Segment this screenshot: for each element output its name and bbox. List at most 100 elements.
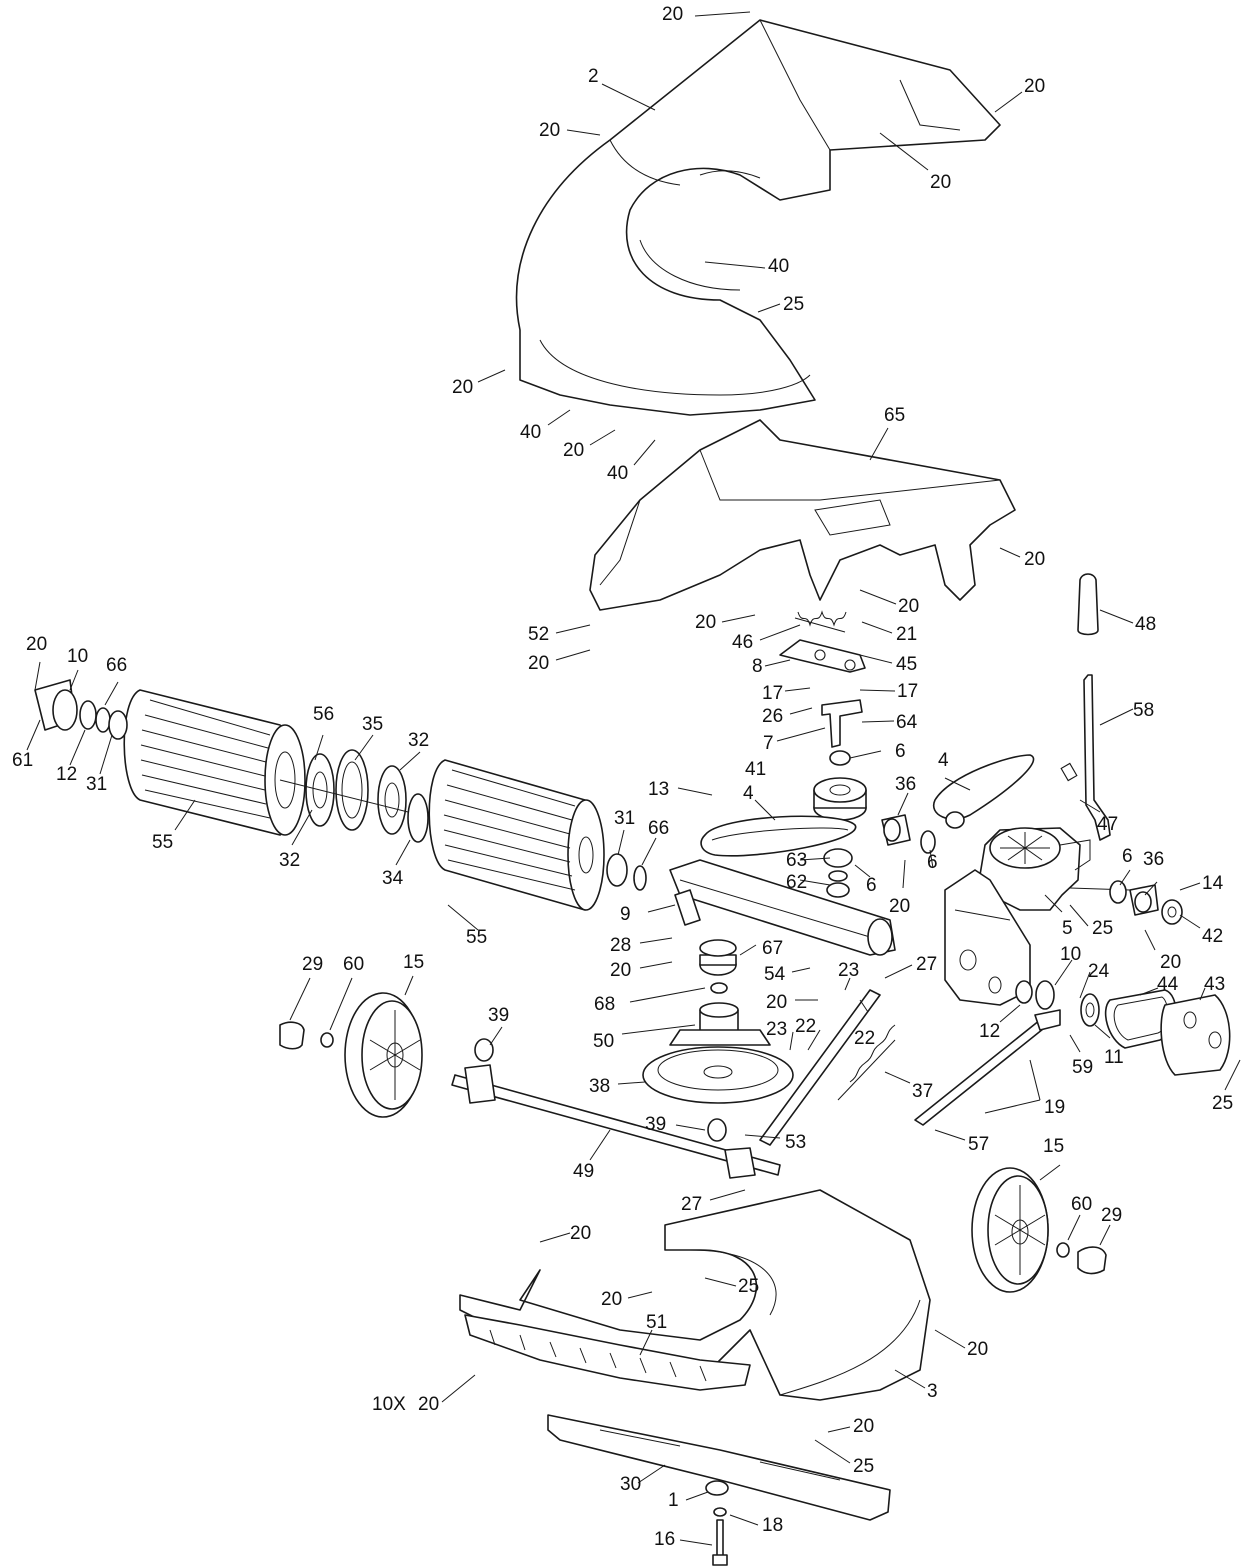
callout-label: 67 [762, 938, 783, 959]
roller-right [428, 759, 605, 911]
callout-label: 25 [783, 294, 804, 315]
callout-label: 7 [763, 733, 774, 754]
callouts: 20 2 20 20 20 40 25 20 40 20 40 65 20 20… [12, 4, 1233, 1550]
callout-label: 32 [279, 850, 300, 871]
callout-label: 40 [607, 463, 628, 484]
callout-label: 56 [313, 704, 334, 725]
callout-label: 37 [912, 1081, 933, 1102]
leader-lines [26, 11, 1241, 1546]
callout-label: 25 [1092, 918, 1113, 939]
callout-label: 20 [662, 4, 683, 25]
callout-label: 20 [695, 612, 716, 633]
callout-label: 1 [668, 1490, 679, 1511]
roller-sprocket-right [377, 765, 407, 835]
callout-label: 16 [654, 1529, 675, 1550]
lower-housing [589, 419, 1016, 611]
callout-label: 58 [1133, 700, 1154, 721]
idler-arm [779, 639, 866, 673]
callout-label: 39 [488, 1005, 509, 1026]
callout-label: 63 [786, 850, 807, 871]
callout-label: 48 [1135, 614, 1156, 635]
callout-label: 38 [589, 1076, 610, 1097]
callout-label: 62 [786, 872, 807, 893]
callout-label: 10 [1060, 944, 1081, 965]
pulley-washers [823, 848, 853, 898]
pivot-bar-assembly [669, 859, 896, 956]
callout-label: 20 [601, 1289, 622, 1310]
wheel-nut-right [1056, 1242, 1070, 1258]
wheel-cap-right [1077, 1246, 1107, 1275]
callout-label: 20 [967, 1339, 988, 1360]
height-lever [914, 1009, 1061, 1126]
roller-washer [407, 793, 429, 843]
callout-label: 61 [12, 750, 33, 771]
callout-label: 59 [1072, 1057, 1093, 1078]
callout-label: 55 [152, 832, 173, 853]
callout-label: 11 [1104, 1047, 1124, 1068]
callout-label: 35 [362, 714, 383, 735]
callout-label: 23 [838, 960, 859, 981]
callout-label: 31 [614, 808, 635, 829]
callout-label: 51 [646, 1312, 667, 1333]
callout-label: 36 [895, 774, 916, 795]
return-spring [837, 1024, 896, 1101]
callout-label: 65 [884, 405, 905, 426]
callout-label: 39 [645, 1114, 666, 1135]
callout-label: 6 [927, 852, 938, 873]
callout-label: 68 [594, 994, 615, 1015]
drive-belt-lower [700, 815, 857, 857]
callout-label: 20 [610, 960, 631, 981]
callout-label: 41 [745, 759, 766, 780]
callout-label: 20 [1024, 549, 1045, 570]
pulley-67 [699, 939, 737, 976]
callout-label: 20 [853, 1416, 874, 1437]
callout-label: 12 [979, 1021, 1000, 1042]
pulley-50 [669, 1029, 771, 1046]
cutting-blade [547, 1414, 891, 1521]
callout-label: 26 [762, 706, 783, 727]
callout-label: 10X [372, 1394, 406, 1415]
bushing-39-upper [474, 1038, 494, 1062]
callout-label: 44 [1157, 974, 1179, 995]
callout-label: 14 [1202, 873, 1224, 894]
callout-label: 20 [528, 653, 549, 674]
callout-label: 18 [762, 1515, 783, 1536]
callout-label: 20 [889, 896, 910, 917]
callout-label: 54 [764, 964, 786, 985]
drive-pulley [813, 750, 867, 821]
roller-ring [335, 749, 369, 831]
rear-wheel-left [344, 992, 423, 1118]
callout-label: 4 [938, 750, 949, 771]
callout-label: 9 [620, 904, 631, 925]
drive-belt-upper [932, 754, 1035, 829]
callout-label: 20 [1160, 952, 1181, 973]
chain-cover [1160, 994, 1231, 1076]
callout-label: 20 [898, 596, 919, 617]
wheel-nut-left [320, 1032, 334, 1048]
callout-label: 6 [866, 875, 877, 896]
callout-label: 2 [588, 66, 599, 87]
callout-label: 43 [1204, 974, 1225, 995]
callout-label: 25 [738, 1276, 759, 1297]
callout-label: 29 [1101, 1205, 1122, 1226]
callout-label: 27 [916, 954, 937, 975]
front-axle [451, 1064, 781, 1179]
disc-38 [642, 1046, 794, 1104]
callout-label: 66 [648, 818, 669, 839]
callout-label: 20 [1024, 76, 1045, 97]
adjust-bar [759, 989, 881, 1146]
callout-label: 5 [1062, 918, 1073, 939]
callout-label: 12 [56, 764, 77, 785]
callout-label: 6 [895, 741, 906, 762]
callout-label: 17 [897, 681, 918, 702]
callout-label: 20 [452, 377, 473, 398]
callout-label: 40 [768, 256, 789, 277]
callout-label: 22 [795, 1016, 816, 1037]
callout-label: 53 [785, 1132, 806, 1153]
callout-label: 42 [1202, 926, 1223, 947]
callout-label: 13 [648, 779, 669, 800]
spacer-12 [1015, 980, 1033, 1004]
callout-label: 50 [593, 1031, 614, 1052]
bearing-36-right [1109, 880, 1159, 916]
